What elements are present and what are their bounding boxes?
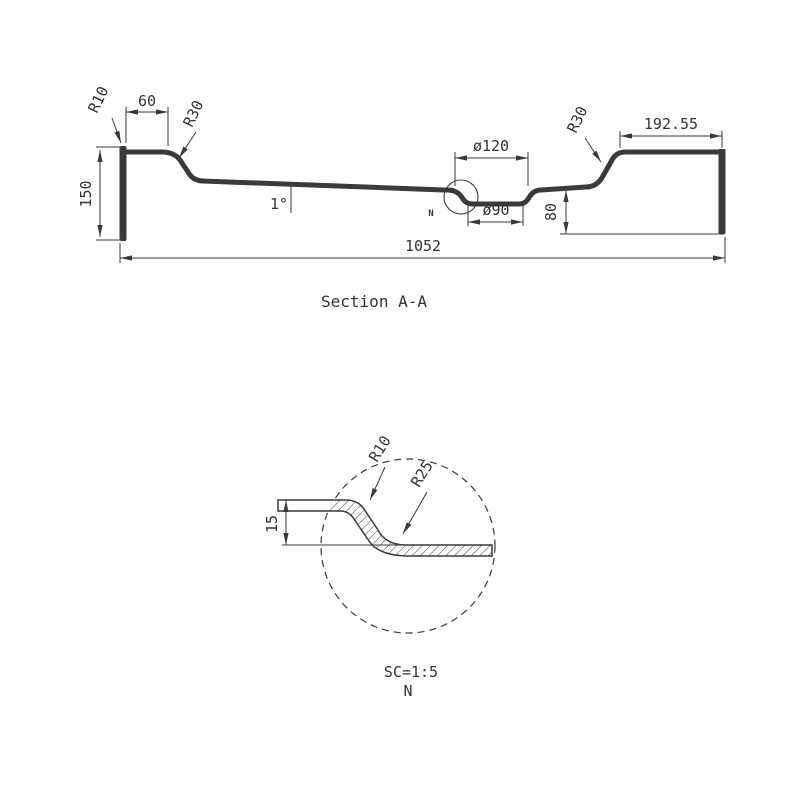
dim-80-label: 80 [542, 203, 560, 221]
dim-dia90-label: ø90 [482, 201, 509, 219]
detail-boundary-circle [320, 458, 496, 634]
dim-60-label: 60 [138, 92, 156, 110]
dim-80: 80 [541, 189, 724, 235]
dim-1052-label: 1052 [405, 237, 441, 255]
dim-192-55: 192.55 [619, 115, 723, 148]
dim-15-label: 15 [263, 515, 281, 533]
leader-r25-detail: R25 [402, 458, 437, 535]
section-profile-sheet-core [126, 150, 720, 206]
dim-dia120-label: ø120 [473, 137, 509, 155]
dim-15: 15 [263, 500, 402, 546]
dim-1052: 1052 [119, 237, 726, 263]
detail-reference-circle [443, 179, 479, 215]
leader-r10-label: R10 [84, 84, 112, 116]
section-title: Section A-A [321, 292, 427, 311]
detail-scale-label: SC=1:5 [384, 663, 438, 681]
leader-r30-left-label: R30 [179, 98, 207, 130]
dim-192-55-label: 192.55 [644, 115, 698, 133]
detail-view: 15 R10 R25 SC=1:5 N [263, 433, 496, 700]
leader-r30-right-label: R30 [563, 104, 591, 136]
dim-60: 60 [125, 92, 169, 146]
section-left-wall [119, 146, 127, 241]
detail-reference-label: N [428, 209, 433, 219]
leader-r10-detail-label: R10 [365, 433, 395, 466]
dim-dia90: ø90 [467, 201, 524, 226]
dim-angle-1deg: 1° [258, 183, 334, 213]
leader-r30-left: R30 [178, 98, 207, 159]
dim-150: 150 [77, 146, 120, 241]
dim-angle-label: 1° [270, 195, 288, 213]
dim-150-label: 150 [77, 180, 95, 207]
leader-r10-detail: R10 [365, 433, 395, 501]
leader-r10: R10 [84, 84, 122, 144]
dim-dia120: ø120 [454, 137, 529, 186]
leader-r30-right: R30 [563, 104, 602, 163]
detail-name-label: N [403, 682, 412, 700]
section-view: N 150 60 R10 R30 1° [77, 84, 726, 311]
section-right-wall [718, 149, 726, 234]
section-profile-sheet [126, 149, 720, 207]
